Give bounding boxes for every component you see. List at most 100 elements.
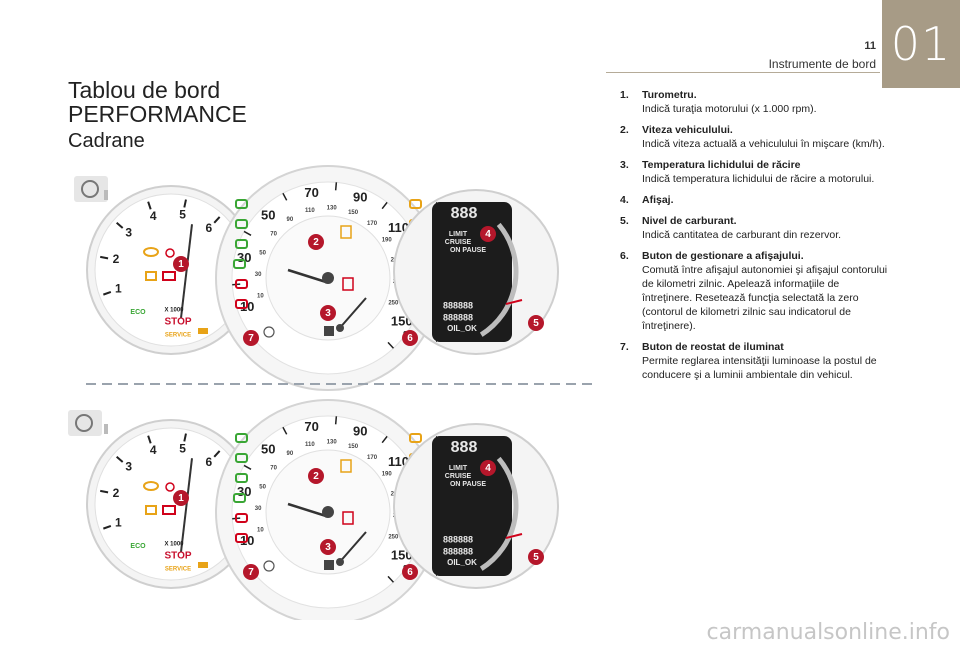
oil-pressure-icon xyxy=(143,481,159,491)
limit-label: LIMIT xyxy=(449,231,468,238)
callout-5: 5 xyxy=(528,315,544,331)
speedometer-tick xyxy=(282,192,288,201)
tachometer-tick xyxy=(183,199,187,208)
instrument-panel-illustration: 1234567ECOX 1000STOPSERVICE1030507090110… xyxy=(68,165,594,620)
abs-icon xyxy=(235,299,248,309)
temperature-gauge-icon xyxy=(104,424,108,434)
speedometer-inner-number: 110 xyxy=(305,442,315,448)
odometer-digits: 888888 xyxy=(443,312,473,322)
speedometer-tick xyxy=(282,426,288,435)
legend-item-number: 5. xyxy=(620,215,629,227)
eco-label: ECO xyxy=(130,543,146,550)
tachometer-number: 3 xyxy=(125,459,132,473)
legend-item-number: 6. xyxy=(620,250,629,262)
legend-item-heading: Buton de reostat de iluminat xyxy=(642,341,784,353)
speedometer-inner-number: 130 xyxy=(327,440,338,446)
callout-4: 4 xyxy=(480,226,496,242)
eco-label: ECO xyxy=(130,309,146,316)
rpm-unit-label: X 1000 xyxy=(164,542,184,548)
odometer-digits: 888888 xyxy=(443,546,473,556)
callout-number: 7 xyxy=(248,567,254,578)
steering-wheel-icon xyxy=(81,180,99,198)
callout-7: 7 xyxy=(243,330,259,346)
speedometer-number: 90 xyxy=(353,424,367,439)
legend-item-1: 1. Turometru. Indică turaţia motorului (x … xyxy=(620,88,890,116)
speedometer-inner-number: 150 xyxy=(348,210,359,216)
tachometer-tick xyxy=(100,489,109,494)
tachometer-tick xyxy=(103,524,112,530)
preheating-icon xyxy=(165,482,175,492)
callout-number: 3 xyxy=(325,542,331,553)
tachometer-tick xyxy=(183,433,187,442)
abs-icon xyxy=(235,533,248,543)
callout-3: 3 xyxy=(320,305,336,321)
tachometer-needle xyxy=(180,458,193,553)
section-name: Instrumente de bord xyxy=(768,57,876,71)
legend-item-heading: Turometru. xyxy=(642,89,697,101)
instrument-panel-figure: 1234567ECOX 1000STOPSERVICE1030507090110… xyxy=(66,150,606,620)
callout-1: 1 xyxy=(173,490,189,506)
tachometer-number: 6 xyxy=(205,221,212,235)
callout-7: 7 xyxy=(243,564,259,580)
airbag-icon xyxy=(340,459,352,473)
legend-item-6: 6.Buton de gestionare a afişajului.Comut… xyxy=(620,249,890,333)
tachometer-number: 4 xyxy=(150,443,157,457)
speedometer-number: 50 xyxy=(261,442,275,457)
coolant-needle xyxy=(337,531,367,565)
callout-1: 1 xyxy=(173,256,189,272)
legend-item-number: 3. xyxy=(620,159,629,171)
speedometer-inner-number: 10 xyxy=(257,528,264,534)
callout-marker xyxy=(308,468,324,484)
legend-item-number: 1. xyxy=(620,89,629,101)
battery-icon xyxy=(162,505,176,515)
callout-3: 3 xyxy=(320,539,336,555)
coolant-temp-icon xyxy=(324,560,334,570)
speedometer-inner-number: 50 xyxy=(259,484,266,490)
legend-item-number: 2. xyxy=(620,124,629,136)
speedometer-tick xyxy=(243,464,252,470)
oil-pressure-icon xyxy=(143,247,159,257)
on-pause-label: ON PAUSE xyxy=(450,481,486,488)
speedometer-needle xyxy=(287,502,327,518)
oil-ok-label: OIL_OK xyxy=(447,558,477,567)
callout-marker xyxy=(243,564,259,580)
speedometer-tick xyxy=(381,435,388,444)
service-wrench-icon xyxy=(198,328,208,334)
legend-item-heading: Nivel de carburant. xyxy=(642,215,737,227)
speedometer-needle xyxy=(287,268,327,284)
tachometer-tick xyxy=(213,450,221,458)
legend-item-number: 4. xyxy=(620,194,629,206)
speedometer-inner-number: 50 xyxy=(259,250,266,256)
fuel-gauge-arc xyxy=(479,456,519,571)
section-subtitle: Cadrane xyxy=(68,130,145,152)
callout-2: 2 xyxy=(308,468,324,484)
speedometer-tick xyxy=(387,575,395,583)
dipped-beam-icon xyxy=(235,219,248,229)
speedometer-number: 90 xyxy=(353,190,367,205)
sidelight-icon xyxy=(235,199,248,209)
seatbelt-icon xyxy=(342,277,354,291)
legend-item-2: 2.Viteza vehiculului.Indică viteza actua… xyxy=(620,123,890,151)
callout-marker xyxy=(243,330,259,346)
callout-marker xyxy=(528,315,544,331)
legend-item-description: Indică turaţia motorului (x 1.000 rpm). xyxy=(642,103,817,115)
coolant-needle xyxy=(337,297,367,331)
speedometer-tick xyxy=(334,182,338,191)
callout-marker xyxy=(308,234,324,250)
instrument-cluster: 1234567ECOX 1000STOPSERVICE1030507090110… xyxy=(74,165,559,391)
legend-item-heading: Buton de gestionare a afişajului. xyxy=(642,250,804,262)
coolant-hub xyxy=(336,558,344,566)
callout-marker xyxy=(173,256,189,272)
callout-marker xyxy=(320,305,336,321)
on-pause-label: ON PAUSE xyxy=(450,247,486,254)
page-title-line2: PERFORMANCE xyxy=(68,101,247,127)
steering-icon-card xyxy=(68,410,102,436)
callout-5: 5 xyxy=(528,549,544,565)
speedometer-inner-number: 250 xyxy=(388,301,399,307)
speedometer-tick xyxy=(243,230,252,236)
speedometer-number: 30 xyxy=(237,484,251,499)
tachometer-number: 6 xyxy=(205,455,212,469)
fuel-gauge-needle xyxy=(505,533,523,539)
legend-item-description: Indică viteza actuală a vehiculului în m… xyxy=(642,138,885,150)
